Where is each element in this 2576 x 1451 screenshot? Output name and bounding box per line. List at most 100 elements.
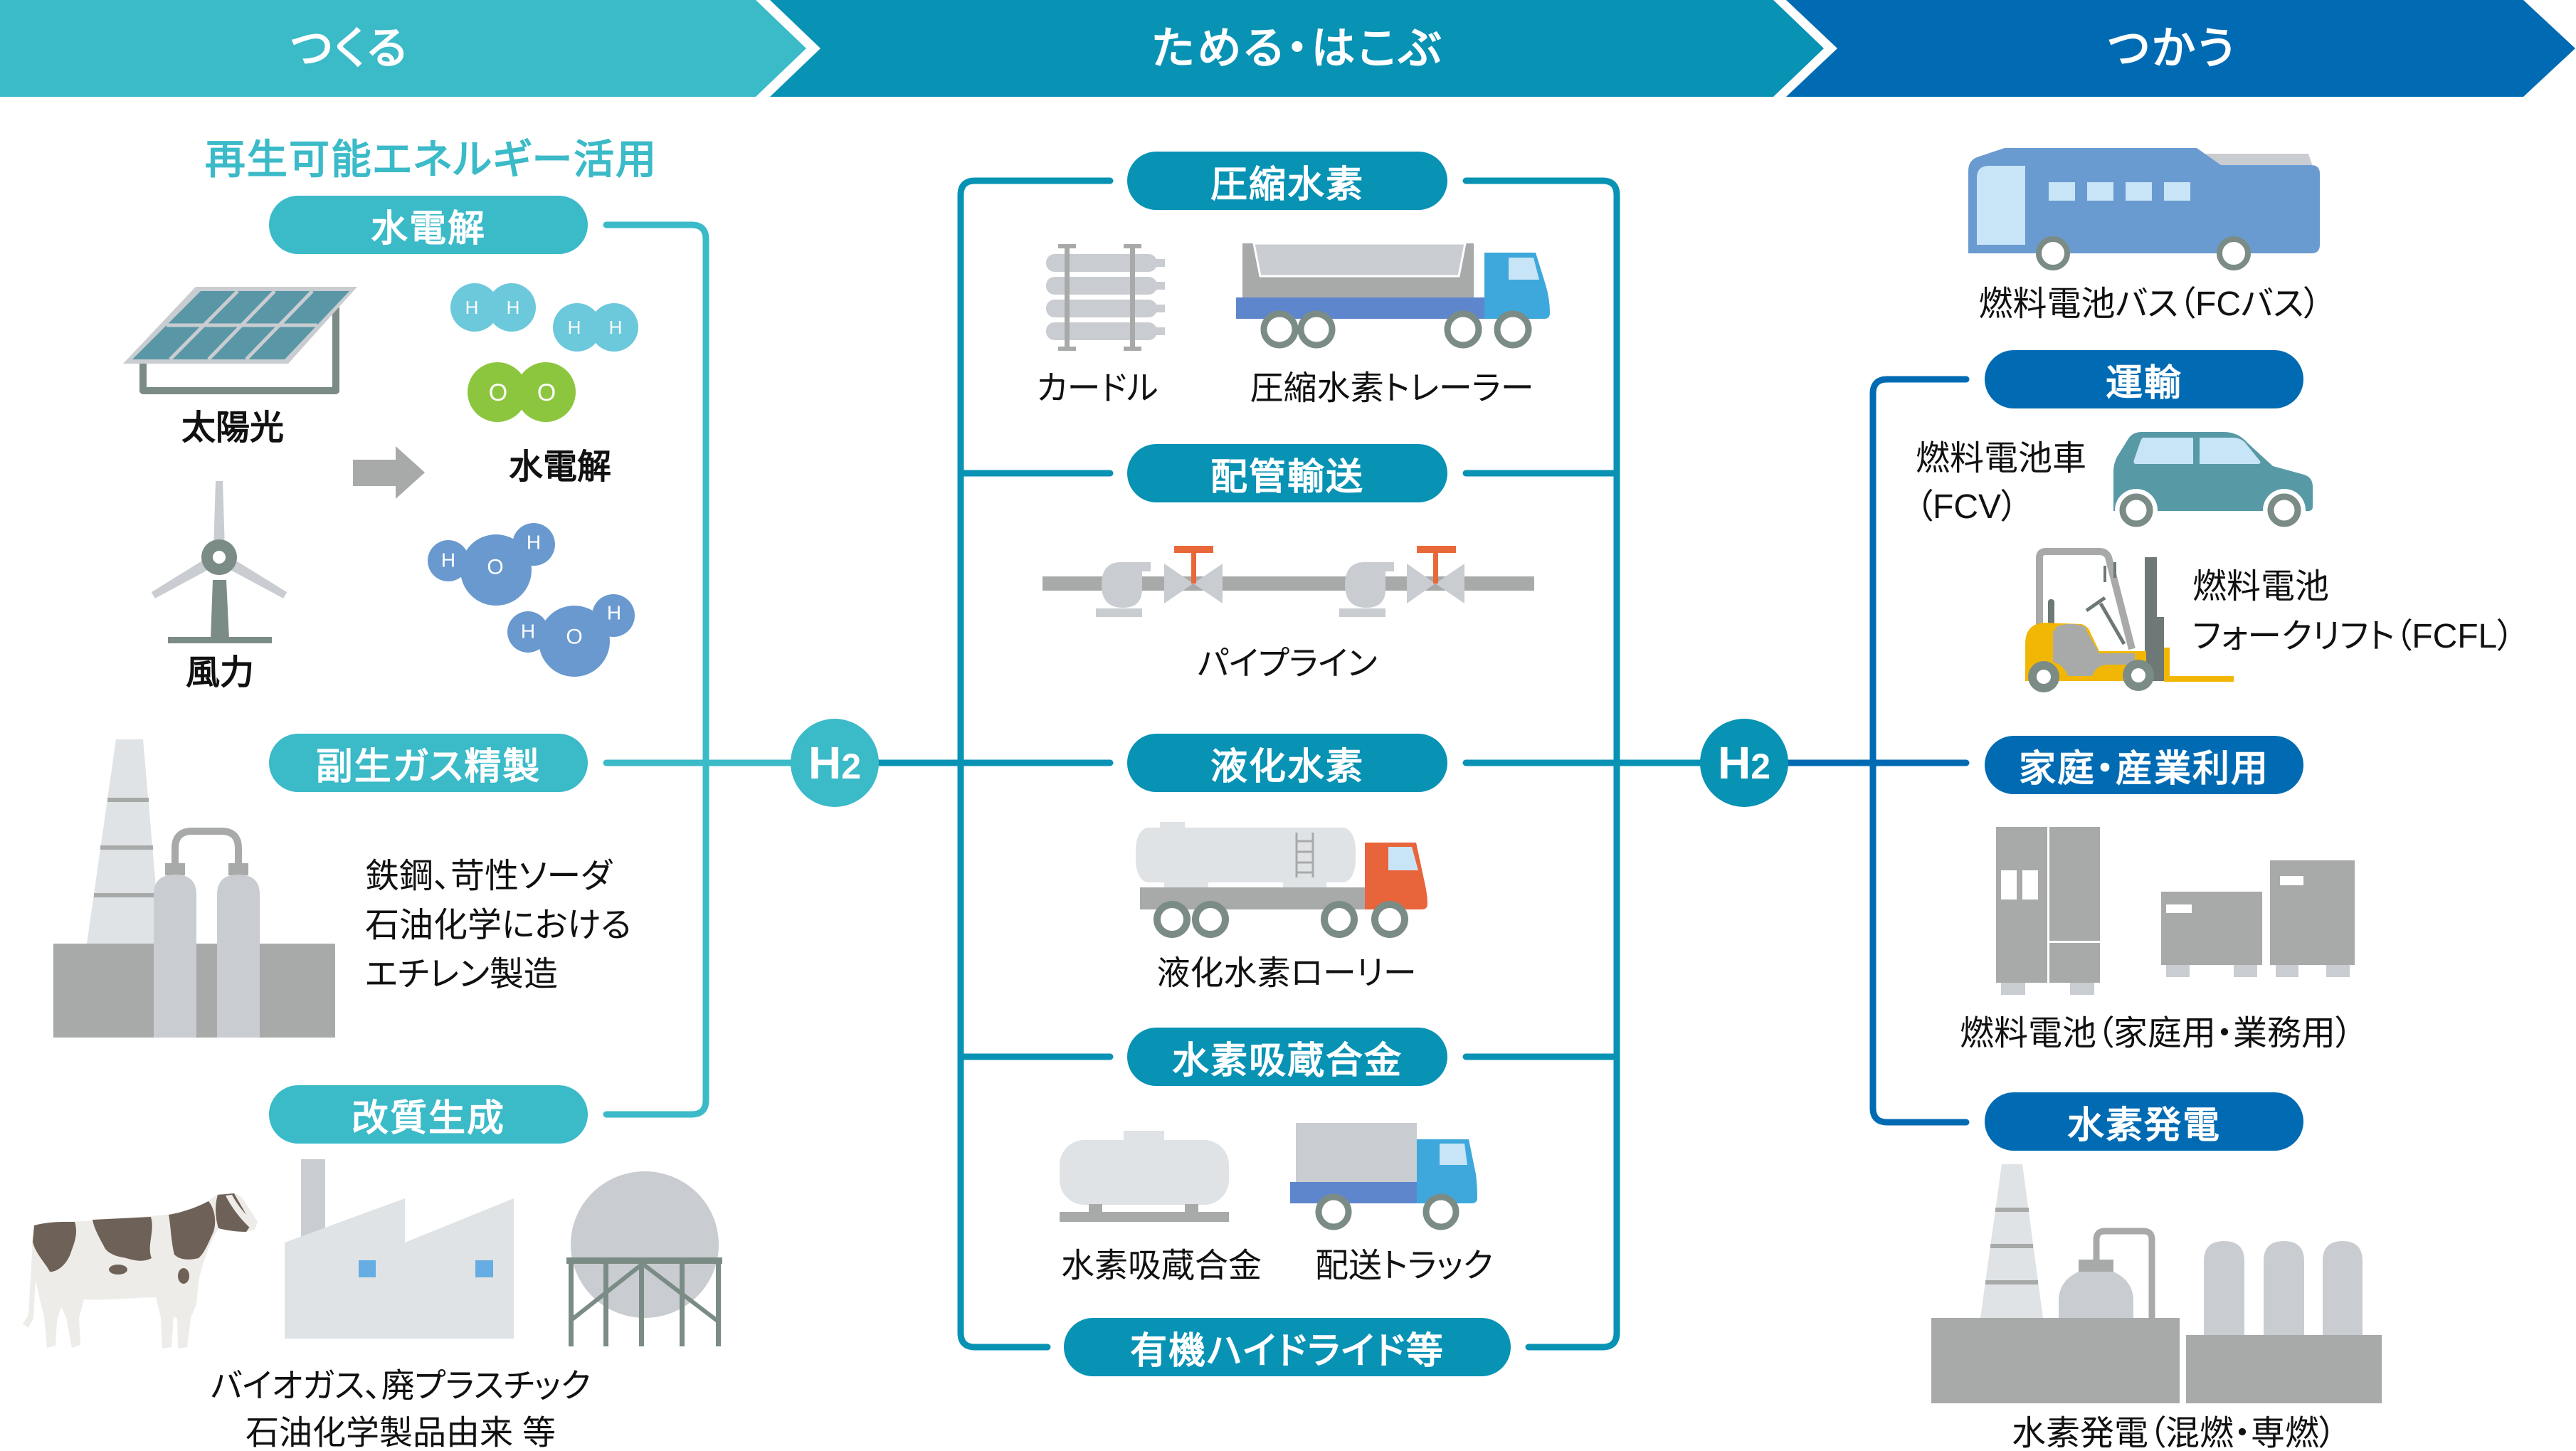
- unit-leg: [2070, 983, 2094, 995]
- turbine-blade: [213, 481, 225, 549]
- unit-leg: [2166, 965, 2190, 977]
- forklift-handles: [2103, 562, 2116, 582]
- gas-cylinder-bundle-icon: [1046, 244, 1165, 351]
- atom-label: H: [527, 532, 541, 554]
- forklift-steering: [2085, 596, 2126, 645]
- power-plant-tower: [2264, 1241, 2304, 1335]
- byproduct-line: エチレン製造: [365, 956, 558, 993]
- unit-leg: [2326, 965, 2350, 977]
- fuel-cell-unit: [2161, 892, 2262, 965]
- atom-circle: [487, 283, 536, 332]
- atom-label: O: [566, 626, 582, 649]
- unit-panel: [2166, 904, 2192, 913]
- atom-label: H: [609, 317, 623, 338]
- method-pill-byproduct-refining: 副生ガス精製: [269, 734, 588, 792]
- category-pill-transport: 運輸: [1985, 350, 2303, 408]
- stage-label-use: つかう: [2108, 24, 2237, 73]
- forklift-floor: [2053, 630, 2135, 676]
- cow-spots: [33, 1193, 251, 1284]
- produce-bracket-line: [603, 221, 709, 1118]
- bus-side-windows: [2049, 182, 2190, 201]
- trailer-label: 圧縮水素トレーラー: [1250, 369, 1534, 407]
- storage-tank-body: [1060, 1140, 1229, 1205]
- byproduct-plant-icon: [53, 739, 335, 1038]
- truck-window: [1509, 258, 1539, 280]
- method-pill-organic-hydride: 有機ハイドライド等: [1064, 1318, 1511, 1376]
- valve-handle: [1417, 546, 1456, 553]
- valve-stem: [1191, 549, 1196, 584]
- atom-label: H: [521, 621, 535, 643]
- chimney-band: [1995, 1208, 2029, 1212]
- atom-circle: [428, 540, 469, 581]
- lorry-tank: [1136, 828, 1356, 882]
- gas-holder-icon: [566, 1171, 722, 1346]
- hydrogen-molecule-icon: H H: [553, 303, 638, 352]
- atom-circle: [468, 362, 527, 422]
- atom-circle: [507, 611, 549, 653]
- plant-tank: [217, 875, 260, 1038]
- storage-tank-dome: [1124, 1131, 1164, 1142]
- storage-tank-leg: [1185, 1204, 1198, 1213]
- stage-label-store-transport: ためる・はこぶ: [1151, 24, 1445, 73]
- atom-label: O: [489, 379, 507, 406]
- hub-subscript: 2: [841, 746, 862, 786]
- unit-divider: [2047, 825, 2049, 985]
- water-molecule-icon: H O H: [507, 594, 635, 677]
- bus-wheels: [2036, 236, 2251, 270]
- pipeline-icon: [1042, 546, 1534, 617]
- lorry-tank-support: [1164, 881, 1208, 888]
- bus-roof-unit: [2204, 154, 2313, 167]
- gas-holder-bracing: [571, 1261, 719, 1323]
- power-plant-vessel: [2059, 1272, 2133, 1318]
- cow-icon: [23, 1193, 258, 1349]
- valve-stem: [1433, 549, 1438, 584]
- delivery-truck-label: 配送トラック: [1314, 1246, 1494, 1284]
- chimney-band: [94, 893, 157, 897]
- forklift-seat: [2055, 624, 2086, 634]
- truck-wheels: [1260, 310, 1532, 349]
- turbine-blade: [151, 556, 216, 598]
- truck-chassis: [1290, 1182, 1417, 1203]
- forklift-carriage: [2164, 648, 2170, 682]
- truck-window: [1440, 1144, 1467, 1165]
- connector-lines: [603, 177, 1970, 1351]
- fcv-label-line: （FCV）: [1916, 488, 2019, 526]
- method-pill-pipeline-transport: 配管輸送: [1127, 444, 1447, 502]
- hub-element-symbol: H: [808, 737, 842, 788]
- chimney-band: [1990, 1244, 2033, 1248]
- unit-leg: [2234, 965, 2257, 977]
- cardle-label: カードル: [1036, 369, 1158, 407]
- storage-alloy-label: 水素吸蔵合金: [1061, 1246, 1262, 1284]
- plant-pipe: [171, 828, 242, 868]
- lorry-wheels: [1154, 901, 1408, 938]
- forklift-tine: [2164, 676, 2234, 682]
- storage-tank-icon: [1060, 1131, 1229, 1222]
- atom-circle: [450, 283, 499, 332]
- stage-banners: [0, 0, 2575, 97]
- storage-tank-leg: [1089, 1204, 1102, 1213]
- tank-cap: [228, 863, 248, 875]
- atom-circle: [512, 523, 555, 566]
- stage-label-produce: つくる: [290, 24, 410, 73]
- fuel-cell-car-icon: [2113, 432, 2313, 532]
- pump-base: [1096, 608, 1142, 617]
- hydrogen-hub-use: H2: [1700, 719, 1788, 807]
- atom-label: H: [607, 602, 621, 624]
- truck-cargo-box: [1296, 1123, 1417, 1183]
- trailer-truck-icon: [1236, 242, 1550, 349]
- method-pill-electrolysis: 水電解: [269, 196, 588, 254]
- turbine-hub-center: [213, 551, 226, 564]
- gas-holder-frame: [566, 1257, 722, 1346]
- atom-label: H: [507, 297, 520, 318]
- atom-label: O: [487, 556, 503, 579]
- fcfl-label-line: フォークリフト（FCFL）: [2192, 618, 2515, 655]
- car-wheels: [2119, 493, 2301, 527]
- atom-circle: [553, 303, 601, 352]
- gas-holder-sphere: [571, 1171, 719, 1318]
- stationary-fuel-cell-icon: [1996, 825, 2355, 995]
- byproduct-line: 鉄鋼、苛性ソーダ: [365, 858, 612, 895]
- storage-left-bracket-line: [957, 177, 1114, 1351]
- hub-subscript: 2: [1751, 746, 1771, 786]
- category-pill-power-generation: 水素発電: [1985, 1092, 2303, 1151]
